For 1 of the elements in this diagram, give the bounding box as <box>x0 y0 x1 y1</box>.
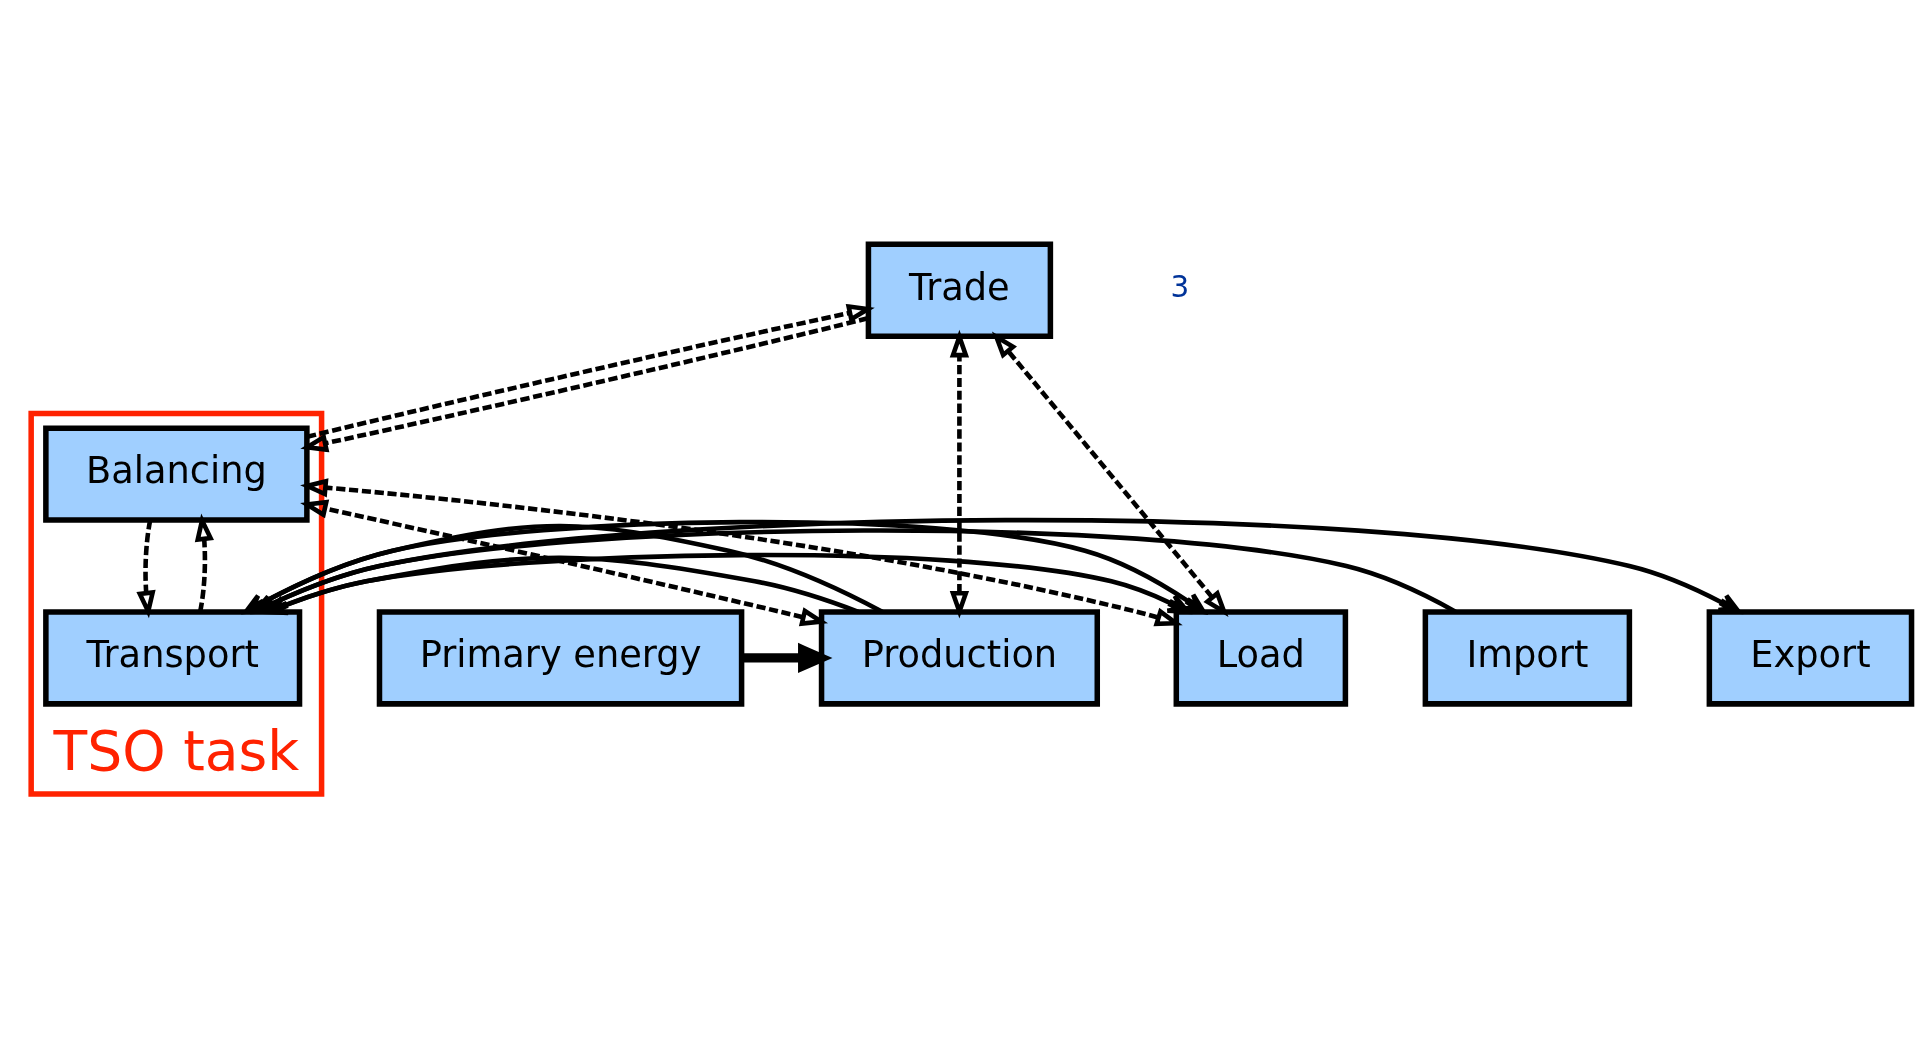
label: 3 <box>1170 269 1190 304</box>
